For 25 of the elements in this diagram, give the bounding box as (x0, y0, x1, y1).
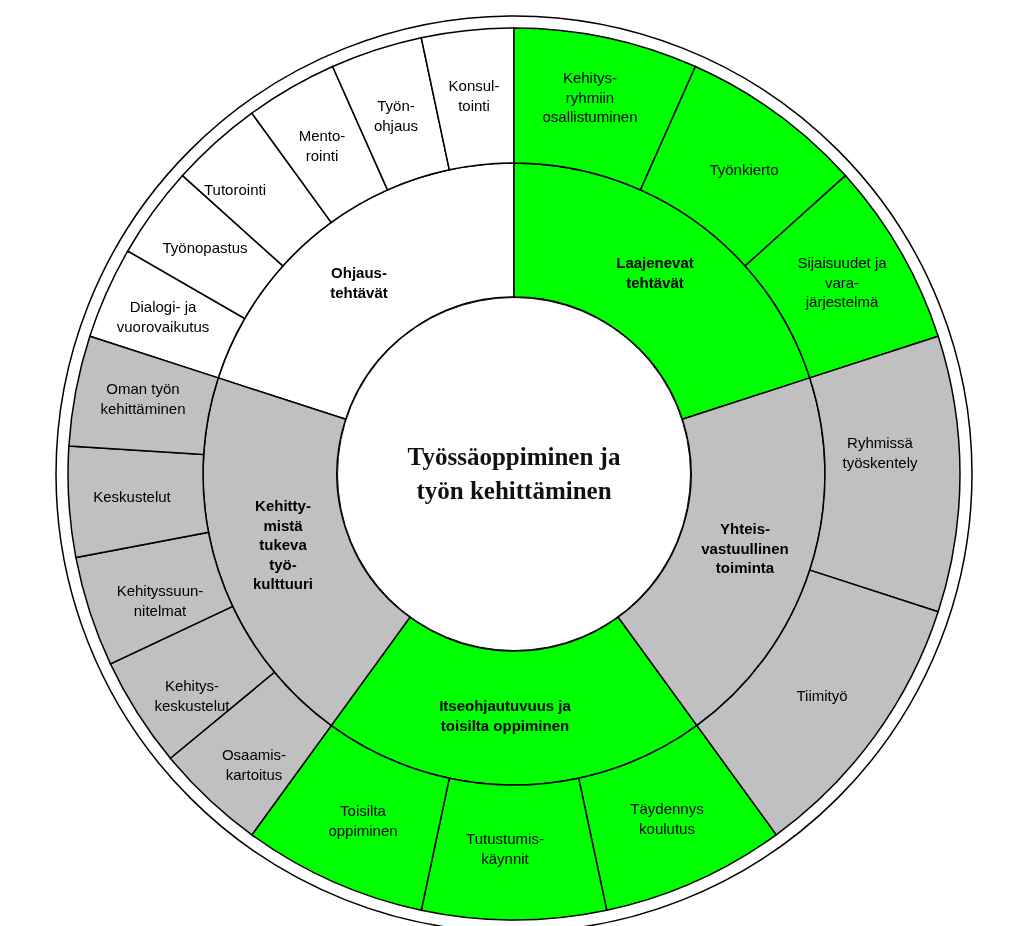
segment-heading: Yhteis- vastuullinen toiminta (701, 518, 789, 578)
segment-label: Toisilta oppiminen (328, 800, 398, 840)
segment-heading: Ohjaus- tehtävät (330, 262, 388, 302)
segment-label: Sijaisuudet ja vara- järjestelmä (796, 252, 888, 312)
segment-label: Osaamis- kartoitus (221, 744, 287, 784)
segment-label: Täydennys koulutus (630, 798, 704, 838)
segment-label: Oman työn kehittäminen (99, 378, 187, 418)
segment-label: Dialogi- ja vuorovaikutus (115, 296, 211, 336)
segment-heading: Itseohjautuvuus ja toisilta oppiminen (438, 695, 572, 735)
segment-label: Mento- rointi (298, 125, 346, 165)
segment-label: Tutorointi (204, 180, 266, 200)
segment-heading: Kehitty- mistä tukeva työ- kulttuuri (253, 496, 313, 594)
segment-label: Kehitys- ryhmiin osallistuminen (542, 67, 638, 127)
segment-label: Työnopastus (162, 238, 248, 258)
segment-label: Tiimityö (796, 686, 848, 706)
segment-label: Työn- ohjaus (373, 95, 419, 135)
center-title: Työssäoppiminen ja työn kehittäminen (406, 442, 622, 506)
segment-heading: Laajenevat tehtävät (616, 252, 694, 292)
segment-label: Kehityssuun- nitelmat (116, 580, 204, 620)
segment-label: Keskustelut (93, 487, 171, 507)
segment-label: Konsul- tointi (448, 75, 500, 115)
segment-label: Työnkierto (709, 160, 779, 180)
segment-label: Ryhmissä työskentely (842, 432, 918, 472)
segment-label: Tutustumis- käynnit (466, 828, 544, 868)
segment-label: Kehitys- keskustelut (154, 675, 230, 715)
